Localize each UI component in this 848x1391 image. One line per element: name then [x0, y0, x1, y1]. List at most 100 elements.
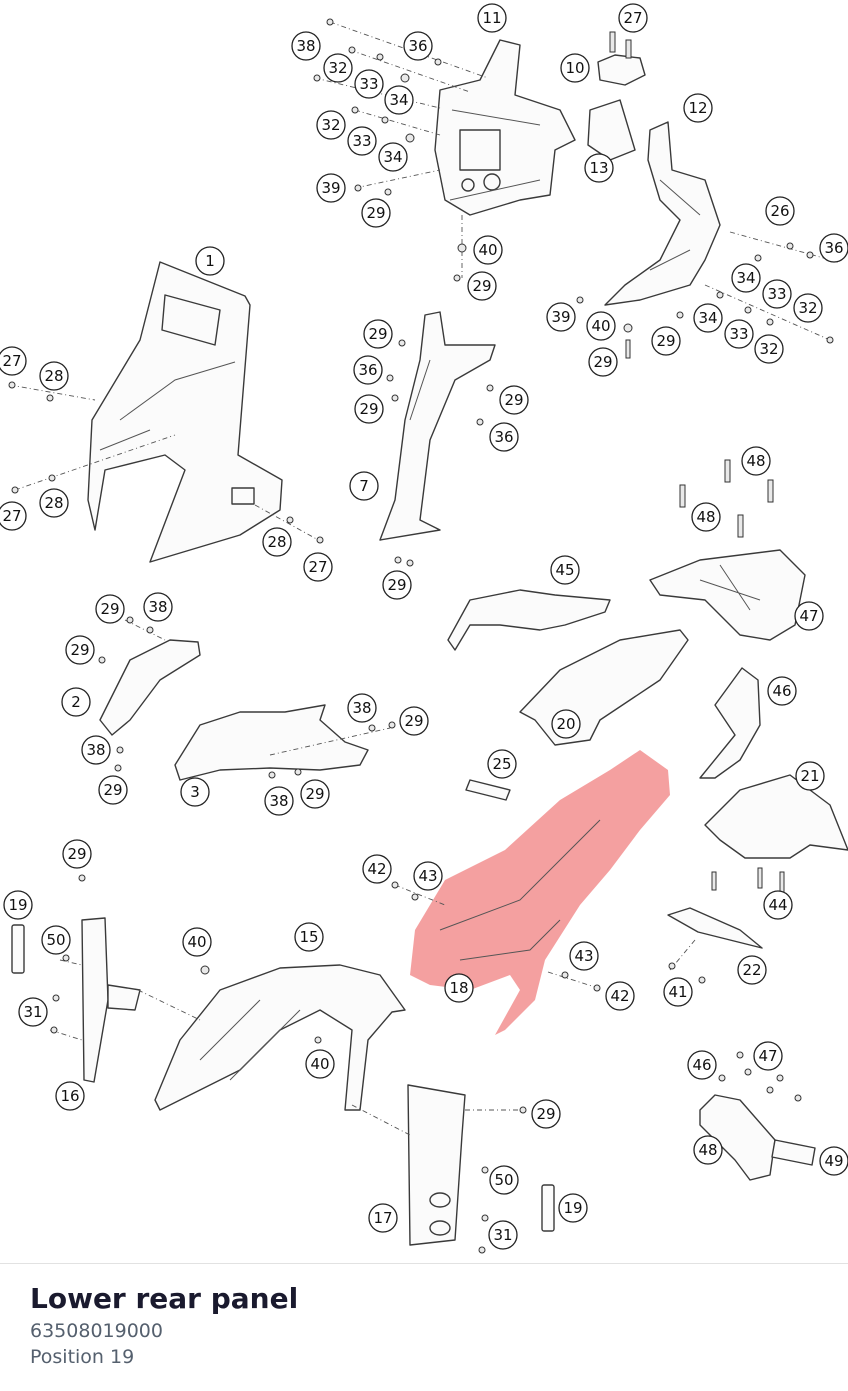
callout-19[interactable]: 18 [444, 973, 474, 1003]
callout-27-k[interactable]: 29 [399, 706, 429, 736]
part-42-grab-handle[interactable] [447, 589, 611, 651]
part-22-plate-bracket[interactable] [667, 907, 763, 949]
callout-25-left-top[interactable]: 27 [0, 346, 27, 376]
callout-36-a[interactable]: 40 [473, 235, 503, 265]
callout-33-top[interactable]: 38 [291, 31, 321, 61]
callout-3[interactable]: 3 [180, 777, 210, 807]
callout-15[interactable]: 15 [294, 922, 324, 952]
part-21-rear-bracket[interactable] [704, 774, 848, 859]
callout-25-mid[interactable]: 27 [303, 552, 333, 582]
callout-33-b[interactable]: 38 [347, 693, 377, 723]
callout-29-b[interactable]: 32 [316, 110, 346, 140]
callout-44[interactable]: 47 [794, 601, 824, 631]
callout-34-right[interactable]: 39 [546, 302, 576, 332]
callout-27-l[interactable]: 29 [98, 775, 128, 805]
callout-36-b[interactable]: 40 [586, 311, 616, 341]
part-1-side-fairing[interactable] [87, 261, 283, 563]
part-12-fairing-bracket[interactable] [604, 121, 721, 306]
callout-23[interactable]: 25 [487, 749, 517, 779]
callout-30-b[interactable]: 33 [347, 126, 377, 156]
callout-30-a[interactable]: 33 [354, 69, 384, 99]
callout-24[interactable]: 26 [765, 196, 795, 226]
part-13-block[interactable] [587, 99, 636, 161]
callout-21[interactable]: 21 [795, 761, 825, 791]
callout-27-j[interactable]: 29 [65, 635, 95, 665]
callout-32-top[interactable]: 36 [403, 31, 433, 61]
callout-40[interactable]: 41 [663, 977, 693, 1007]
callout-42[interactable]: 45 [550, 555, 580, 585]
callout-45-b[interactable]: 48 [691, 502, 721, 532]
callout-38-b[interactable]: 42 [605, 981, 635, 1011]
callout-36-d[interactable]: 40 [305, 1049, 335, 1079]
callout-33-c[interactable]: 38 [81, 735, 111, 765]
callout-27-g[interactable]: 29 [354, 394, 384, 424]
callout-32-low[interactable]: 36 [489, 422, 519, 452]
callout-29-a[interactable]: 32 [323, 53, 353, 83]
callout-41[interactable]: 44 [763, 890, 793, 920]
callout-32-mid[interactable]: 36 [353, 355, 383, 385]
callout-27-h[interactable]: 29 [382, 570, 412, 600]
callout-25-left-bot[interactable]: 27 [0, 501, 27, 531]
callout-22[interactable]: 22 [737, 955, 767, 985]
callout-25-top[interactable]: 27 [618, 3, 648, 33]
callout-12[interactable]: 12 [683, 93, 713, 123]
callout-36-c[interactable]: 40 [182, 927, 212, 957]
callout-48[interactable]: 48 [693, 1135, 723, 1165]
callout-38-a[interactable]: 42 [362, 854, 392, 884]
callout-16[interactable]: 16 [55, 1081, 85, 1111]
callout-33-d[interactable]: 38 [264, 786, 294, 816]
callout-27-o[interactable]: 29 [531, 1099, 561, 1129]
callout-29-d[interactable]: 32 [754, 334, 784, 364]
callout-26-c[interactable]: 28 [262, 527, 292, 557]
callout-13[interactable]: 13 [584, 153, 614, 183]
callout-28-b[interactable]: 31 [488, 1220, 518, 1250]
part-44-rear-rack[interactable] [649, 549, 806, 641]
callout-45-a[interactable]: 48 [741, 446, 771, 476]
callout-31-a[interactable]: 34 [384, 85, 414, 115]
callout-46[interactable]: 46 [687, 1050, 717, 1080]
callout-2[interactable]: 2 [61, 687, 91, 717]
part-3-side-panel[interactable] [174, 704, 369, 781]
callout-18-right[interactable]: 19 [558, 1193, 588, 1223]
callout-18-left[interactable]: 19 [3, 890, 33, 920]
callout-31-d[interactable]: 34 [693, 303, 723, 333]
callout-34-top[interactable]: 39 [316, 173, 346, 203]
part-19-highlight[interactable] [410, 750, 670, 1035]
callout-20[interactable]: 20 [551, 709, 581, 739]
callout-7[interactable]: 7 [349, 471, 379, 501]
part-18-reflector-right[interactable] [541, 1184, 555, 1232]
callout-29-c[interactable]: 32 [793, 293, 823, 323]
part-10-bracket[interactable] [597, 54, 646, 86]
callout-39-b[interactable]: 43 [569, 941, 599, 971]
part-16-fork-guard-left[interactable] [81, 917, 141, 1083]
callout-27-i[interactable]: 29 [95, 594, 125, 624]
callout-27-d[interactable]: 29 [651, 326, 681, 356]
part-11-instrument-bracket[interactable] [434, 39, 576, 216]
callout-27-e[interactable]: 29 [588, 347, 618, 377]
callout-27-c[interactable]: 29 [363, 319, 393, 349]
part-19-lower-rear-panel[interactable] [410, 750, 670, 1035]
callout-26-b[interactable]: 28 [39, 488, 69, 518]
callout-28-a[interactable]: 31 [18, 997, 48, 1027]
part-2-side-panel[interactable] [99, 639, 201, 736]
callout-26-a[interactable]: 28 [39, 361, 69, 391]
callout-17[interactable]: 17 [368, 1203, 398, 1233]
callout-39-a[interactable]: 43 [413, 861, 443, 891]
callout-27-m[interactable]: 29 [300, 779, 330, 809]
part-7-fairing-support[interactable] [379, 311, 496, 541]
part-49-plate[interactable] [771, 1139, 816, 1166]
part-15-front-fender[interactable] [154, 964, 406, 1111]
callout-30-c[interactable]: 33 [762, 279, 792, 309]
part-18-reflector-left[interactable] [11, 924, 25, 974]
callout-27-a[interactable]: 29 [361, 198, 391, 228]
callout-50-b[interactable]: 50 [489, 1165, 519, 1195]
callout-11[interactable]: 11 [477, 3, 507, 33]
callout-33-a[interactable]: 38 [143, 592, 173, 622]
callout-30-d[interactable]: 33 [724, 319, 754, 349]
part-17-fork-guard-right[interactable] [407, 1084, 466, 1246]
callout-10[interactable]: 10 [560, 53, 590, 83]
part-20-tail-cover[interactable] [519, 629, 689, 746]
callout-31-b[interactable]: 34 [378, 142, 408, 172]
callout-31-c[interactable]: 34 [731, 263, 761, 293]
callout-47[interactable]: 47 [753, 1041, 783, 1071]
